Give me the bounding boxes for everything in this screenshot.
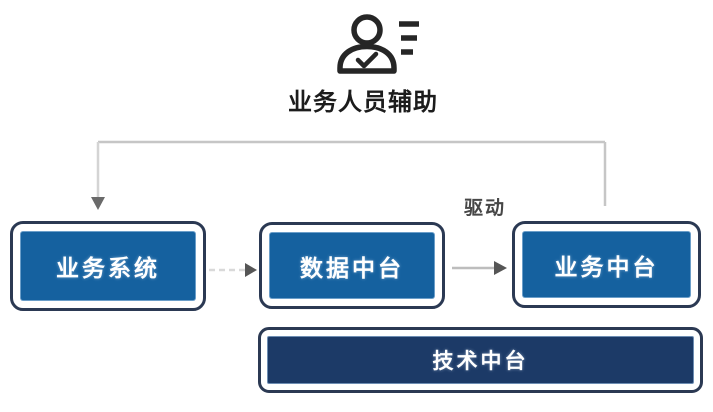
node-business-platform: 业务中台: [512, 221, 701, 308]
arrow1-head-icon: [245, 263, 257, 277]
person-head-icon: [351, 14, 383, 46]
person-assist-icon: [335, 6, 420, 80]
person-body-icon: [337, 43, 397, 74]
arrow2-head-icon: [494, 261, 507, 275]
diagram-title: 业务人员辅助: [288, 89, 438, 116]
checkmark-icon: [355, 51, 379, 69]
down-arrowhead-icon: [91, 197, 105, 210]
node-tech-platform: 技术中台: [258, 327, 703, 393]
node-data-platform: 数据中台: [259, 222, 445, 309]
drive-label: 驱动: [463, 198, 506, 219]
node-business-system: 业务系统: [10, 221, 206, 311]
node-data-platform-label: 数据中台: [269, 232, 435, 299]
node-business-platform-label: 业务中台: [522, 231, 691, 298]
node-business-system-label: 业务系统: [20, 231, 196, 301]
node-tech-platform-label: 技术中台: [267, 336, 694, 384]
